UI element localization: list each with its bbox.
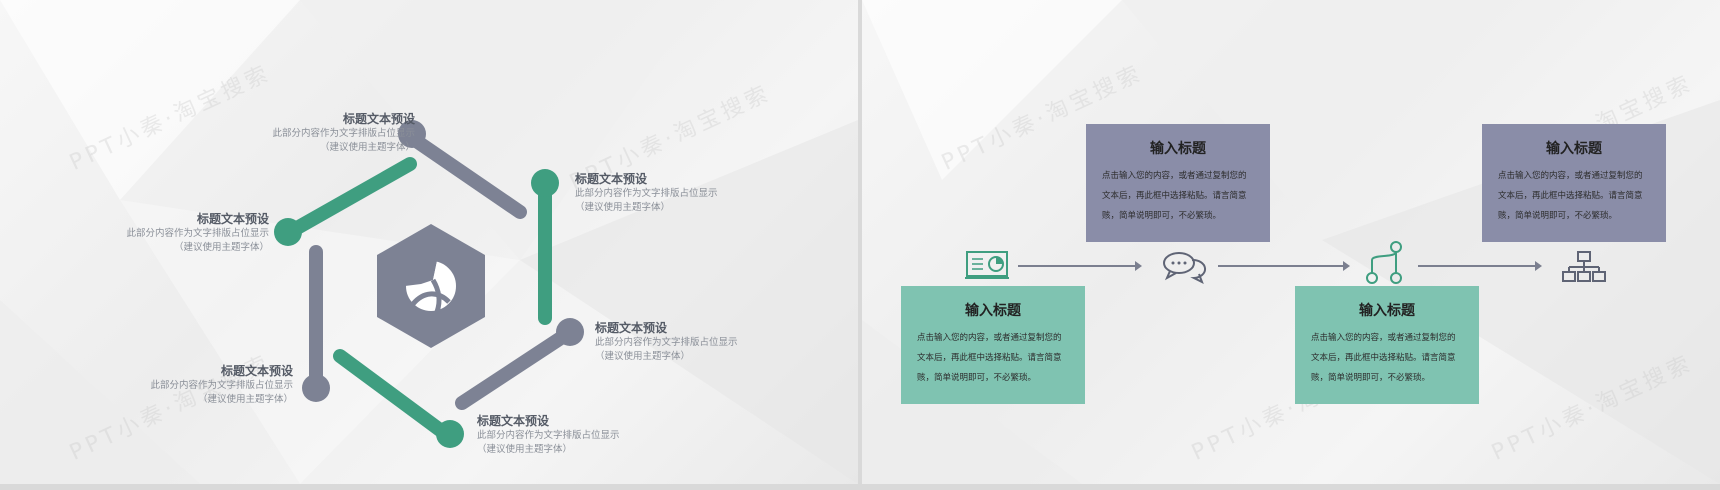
right-slide: PPT小秦·淘宝搜索 PPT小秦·淘宝搜索 PPT小秦·淘宝搜索 PPT小秦·淘… [862, 0, 1720, 484]
step-title: 输入标题 [1150, 141, 1206, 157]
segment-bottom-left [333, 349, 447, 437]
label-top-right: 标题文本预设 此部分内容作为文字排版占位显示 （建议使用主题字体） [575, 170, 775, 215]
presentation-icon [965, 250, 1009, 286]
globe-icon [404, 259, 458, 313]
step-box-2: 输入标题 点击输入您的内容，或者通过复制您的 文本后，再此框中选择粘贴。请言简意… [1086, 124, 1270, 242]
segment-top-left [283, 157, 417, 239]
label-note: （建议使用主题字体） [197, 394, 293, 405]
flow-arrow-2 [1218, 261, 1350, 271]
segment-bottom-right [455, 325, 577, 410]
step-box-3: 输入标题 点击输入您的内容，或者通过复制您的 文本后，再此框中选择粘贴。请言简意… [1295, 286, 1479, 404]
step-desc-line: 文本后，再此框中选择粘贴。请言简意 [1311, 353, 1456, 363]
label-top: 标题文本预设 此部分内容作为文字排版占位显示 （建议使用主题字体） [240, 110, 415, 155]
hexagon-cycle-diagram [274, 120, 584, 448]
label-top-left: 标题文本预设 此部分内容作为文字排版占位显示 （建议使用主题字体） [104, 210, 269, 255]
label-bottom-right: 标题文本预设 此部分内容作为文字排版占位显示 （建议使用主题字体） [595, 319, 795, 364]
label-title: 标题文本预设 [342, 112, 415, 126]
segment-top-right [405, 131, 527, 219]
hierarchy-icon [1562, 250, 1606, 288]
node-top-right [531, 169, 559, 197]
node-top-left [274, 218, 302, 246]
label-desc: 此部分内容作为文字排版占位显示 [272, 128, 415, 139]
step-title: 输入标题 [1359, 303, 1415, 319]
step-desc-line: 文本后，再此框中选择粘贴。请言简意 [1498, 191, 1643, 201]
chat-bubbles-icon [1162, 250, 1208, 288]
label-title: 标题文本预设 [477, 414, 550, 428]
label-title: 标题文本预设 [220, 364, 293, 378]
flow-arrow-3 [1418, 261, 1542, 271]
label-title: 标题文本预设 [196, 212, 269, 226]
step-title: 输入标题 [965, 303, 1021, 319]
step-desc-line: 文本后，再此框中选择粘贴。请言简意 [1102, 191, 1247, 201]
left-slide: PPT小秦·淘宝搜索 PPT小秦·淘宝搜索 PPT小秦·淘宝搜索 [0, 0, 858, 484]
label-desc: 此部分内容作为文字排版占位显示 [126, 228, 269, 239]
node-bottom [436, 420, 464, 448]
node-top [398, 120, 426, 148]
step-desc-line: 点击输入您的内容，或者通过复制您的 [1311, 333, 1456, 343]
branch-icon [1364, 240, 1404, 290]
label-note: （建议使用主题字体） [173, 242, 269, 253]
label-note: （建议使用主题字体） [575, 202, 671, 213]
step-desc-line: 点击输入您的内容，或者通过复制您的 [1102, 171, 1247, 181]
label-desc: 此部分内容作为文字排版占位显示 [595, 337, 738, 348]
node-bottom-right [556, 318, 584, 346]
step-desc-line: 赅，简单说明即可，不必繁琐。 [1102, 211, 1222, 221]
node-bottom-left [302, 374, 330, 402]
label-bottom-left: 标题文本预设 此部分内容作为文字排版占位显示 （建议使用主题字体） [128, 362, 293, 407]
step-desc-line: 点击输入您的内容，或者通过复制您的 [917, 333, 1062, 343]
step-box-1: 输入标题 点击输入您的内容，或者通过复制您的 文本后，再此框中选择粘贴。请言简意… [901, 286, 1085, 404]
step-desc-line: 文本后，再此框中选择粘贴。请言简意 [917, 353, 1062, 363]
label-bottom: 标题文本预设 此部分内容作为文字排版占位显示 （建议使用主题字体） [477, 412, 677, 457]
label-note: （建议使用主题字体） [319, 142, 415, 153]
step-box-4: 输入标题 点击输入您的内容，或者通过复制您的 文本后，再此框中选择粘贴。请言简意… [1482, 124, 1666, 242]
label-desc: 此部分内容作为文字排版占位显示 [477, 430, 620, 441]
step-desc-line: 赅，简单说明即可，不必繁琐。 [1311, 373, 1431, 383]
step-desc-line: 点击输入您的内容，或者通过复制您的 [1498, 171, 1643, 181]
label-desc: 此部分内容作为文字排版占位显示 [575, 188, 718, 199]
label-title: 标题文本预设 [595, 321, 668, 335]
step-desc-line: 赅，简单说明即可，不必繁琐。 [1498, 211, 1618, 221]
step-title: 输入标题 [1546, 141, 1602, 157]
step-desc-line: 赅，简单说明即可，不必繁琐。 [917, 373, 1037, 383]
label-note: （建议使用主题字体） [595, 351, 691, 362]
label-note: （建议使用主题字体） [477, 444, 573, 455]
flow-arrow-1 [1018, 261, 1142, 271]
label-title: 标题文本预设 [575, 172, 648, 186]
label-desc: 此部分内容作为文字排版占位显示 [150, 380, 293, 391]
